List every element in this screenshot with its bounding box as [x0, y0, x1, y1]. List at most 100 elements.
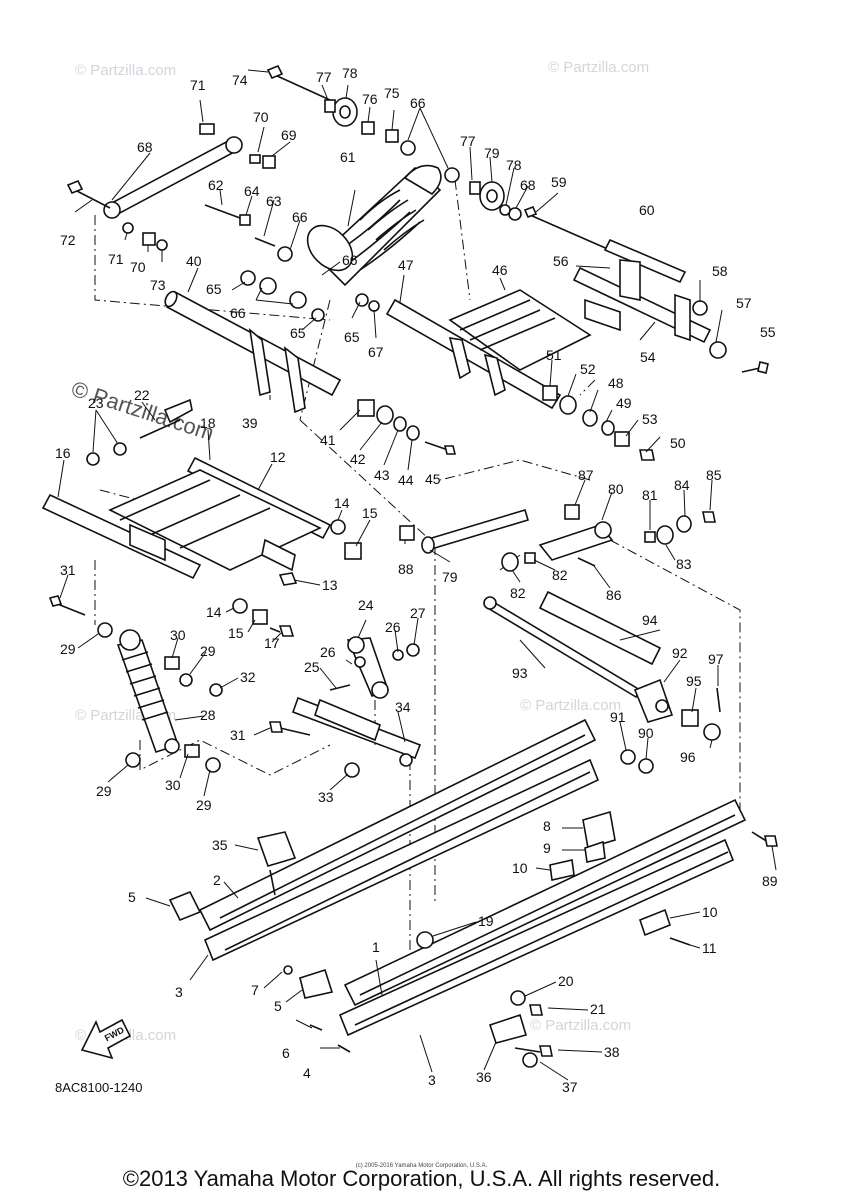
callout: 81 [642, 487, 658, 503]
link-rod [66, 136, 243, 219]
rear-shock-absorber [306, 164, 442, 287]
callout: 75 [384, 85, 400, 101]
callout: 97 [708, 651, 724, 667]
callout: 77 [316, 69, 332, 85]
callout: 26 [320, 644, 336, 660]
rear-shafts [399, 509, 662, 699]
watermark: © Partzilla.com [520, 697, 621, 714]
callout: 39 [242, 415, 258, 431]
callout: 70 [253, 109, 269, 125]
callout: 82 [552, 567, 568, 583]
callout: 19 [478, 913, 494, 929]
callout: 49 [616, 395, 632, 411]
callout: 58 [712, 263, 728, 279]
callout: 32 [240, 669, 256, 685]
callout: 60 [639, 202, 655, 218]
callout: 31 [60, 562, 76, 578]
callout: 76 [362, 91, 378, 107]
watermark: © Partzilla.com [75, 62, 176, 79]
callout: 25 [304, 659, 320, 675]
callout: 29 [196, 797, 212, 813]
slide-rail-right [338, 798, 747, 1037]
stopper-arm [269, 636, 422, 778]
callout: 83 [676, 556, 692, 572]
callout: 54 [640, 349, 656, 365]
callout: 26 [385, 619, 401, 635]
slide-rail-left [198, 718, 600, 962]
callout: 78 [506, 157, 522, 173]
callout: 40 [186, 253, 202, 269]
callout: 9 [543, 840, 551, 856]
callout: 38 [604, 1044, 620, 1060]
rear-axle-assembly [523, 205, 769, 374]
callout: 35 [212, 837, 228, 853]
callout: 66 [230, 305, 246, 321]
callout: 20 [558, 973, 574, 989]
callout: 94 [642, 612, 658, 628]
callout: 89 [762, 873, 778, 889]
shock-spring [359, 189, 425, 251]
callout: 37 [562, 1079, 578, 1095]
callout: 43 [374, 467, 390, 483]
callout: 66 [342, 252, 358, 268]
callout: 68 [137, 139, 153, 155]
callout: 4 [303, 1065, 311, 1081]
callout: 12 [270, 449, 286, 465]
callout: 45 [425, 471, 441, 487]
callout: 87 [578, 467, 594, 483]
callout: 82 [510, 585, 526, 601]
callout: 29 [96, 783, 112, 799]
callout: 1 [372, 939, 380, 955]
callout: 30 [170, 627, 186, 643]
watermark: © Partzilla.com [548, 59, 649, 76]
callout: 53 [642, 411, 658, 427]
callout: 42 [350, 451, 366, 467]
callout: 24 [358, 597, 374, 613]
callout: 74 [232, 72, 248, 88]
callout: 7 [251, 982, 259, 998]
callout: 91 [610, 709, 626, 725]
callout-numbers: 1 2 3 3 4 5 5 6 7 8 9 10 10 11 12 13 14 … [55, 65, 778, 1095]
callout: 62 [208, 177, 224, 193]
callout: 30 [165, 777, 181, 793]
callout: 90 [638, 725, 654, 741]
callout: 85 [706, 467, 722, 483]
callout: 14 [334, 495, 350, 511]
fine-print: (c) 2005-2016 Yamaha Motor Corporation, … [355, 1163, 488, 1169]
callout: 80 [608, 481, 624, 497]
bolts-top [122, 64, 522, 262]
callout: 8 [543, 818, 551, 834]
front-shock [48, 595, 223, 773]
callout: 41 [320, 432, 336, 448]
callout: 92 [672, 645, 688, 661]
callout: 71 [190, 77, 206, 93]
callout: 50 [670, 435, 686, 451]
callout: 10 [512, 860, 528, 876]
callout: 55 [760, 324, 776, 340]
rear-arm [385, 289, 592, 410]
callout: 28 [200, 707, 216, 723]
callout: 18 [200, 415, 216, 431]
front-arm-shaft [164, 270, 380, 414]
bushings-middle [86, 385, 655, 466]
small-parts-right [501, 504, 716, 572]
callout: 63 [266, 193, 282, 209]
callout: 16 [55, 445, 71, 461]
callout: 65 [206, 281, 222, 297]
callout: 66 [292, 209, 308, 225]
callout: 23 [88, 395, 104, 411]
diagram-code: 8AC8100-1240 [55, 1080, 143, 1095]
callout: 6 [282, 1045, 290, 1061]
callout: 36 [476, 1069, 492, 1085]
callout: 88 [398, 561, 414, 577]
callout: 14 [206, 604, 222, 620]
callout: 65 [290, 325, 306, 341]
callout: 95 [686, 673, 702, 689]
callout: 86 [606, 587, 622, 603]
callout: 29 [200, 643, 216, 659]
callout: 77 [460, 133, 476, 149]
callout: 64 [244, 183, 260, 199]
callout: 79 [442, 569, 458, 585]
callout: 67 [368, 344, 384, 360]
